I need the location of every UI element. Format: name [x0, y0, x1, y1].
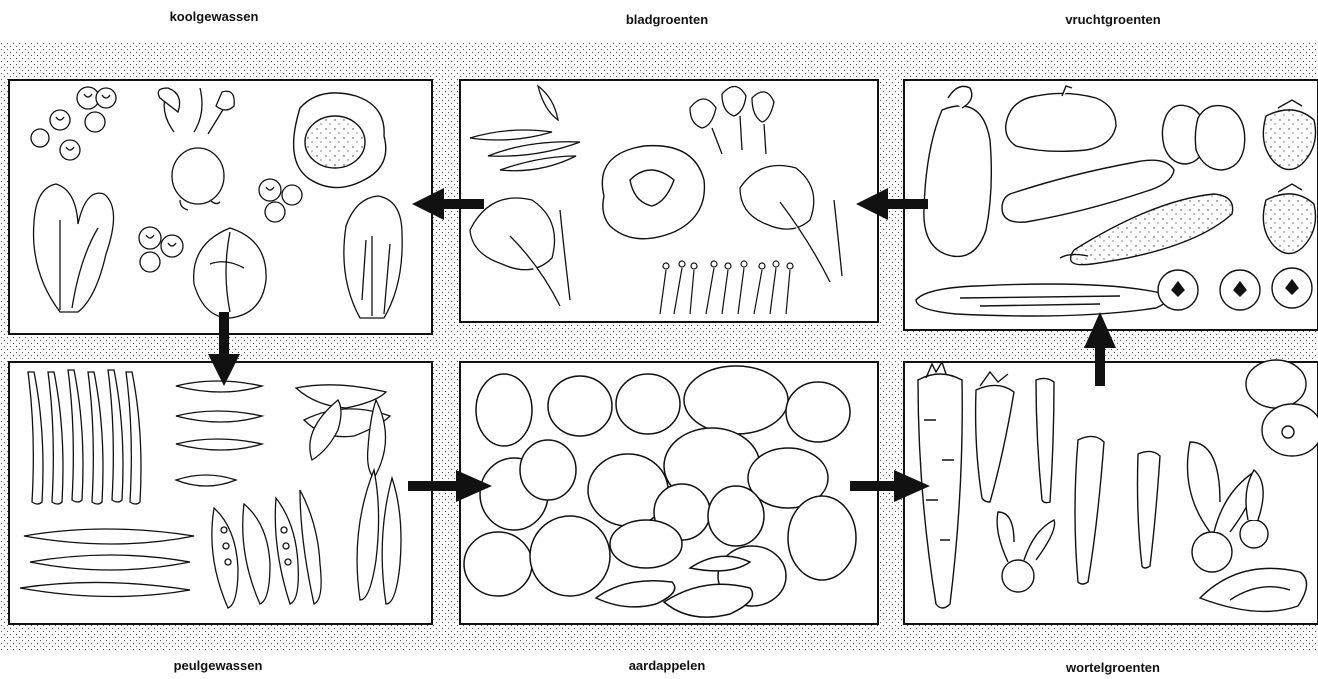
bed-koolgewassen: [9, 80, 432, 334]
label-wortelgroenten: wortelgroenten: [993, 660, 1233, 675]
bed-peulgewassen: [9, 362, 432, 624]
bell-pepper-icon: [1162, 105, 1244, 170]
bed-vruchtgroenten: [904, 80, 1318, 330]
label-aardappelen: aardappelen: [547, 658, 787, 673]
cucumber-icon: [916, 284, 1167, 316]
label-vruchtgroenten: vruchtgroenten: [993, 12, 1233, 27]
label-koolgewassen: koolgewassen: [94, 9, 334, 24]
bed-bladgroenten: [460, 80, 878, 322]
cauliflower-icon: [294, 93, 386, 188]
label-peulgewassen: peulgewassen: [98, 658, 338, 673]
bed-wortelgroenten: [904, 360, 1318, 624]
tomato-icon: [1158, 268, 1312, 310]
label-bladgroenten: bladgroenten: [547, 12, 787, 27]
bed-aardappelen: [460, 362, 878, 624]
